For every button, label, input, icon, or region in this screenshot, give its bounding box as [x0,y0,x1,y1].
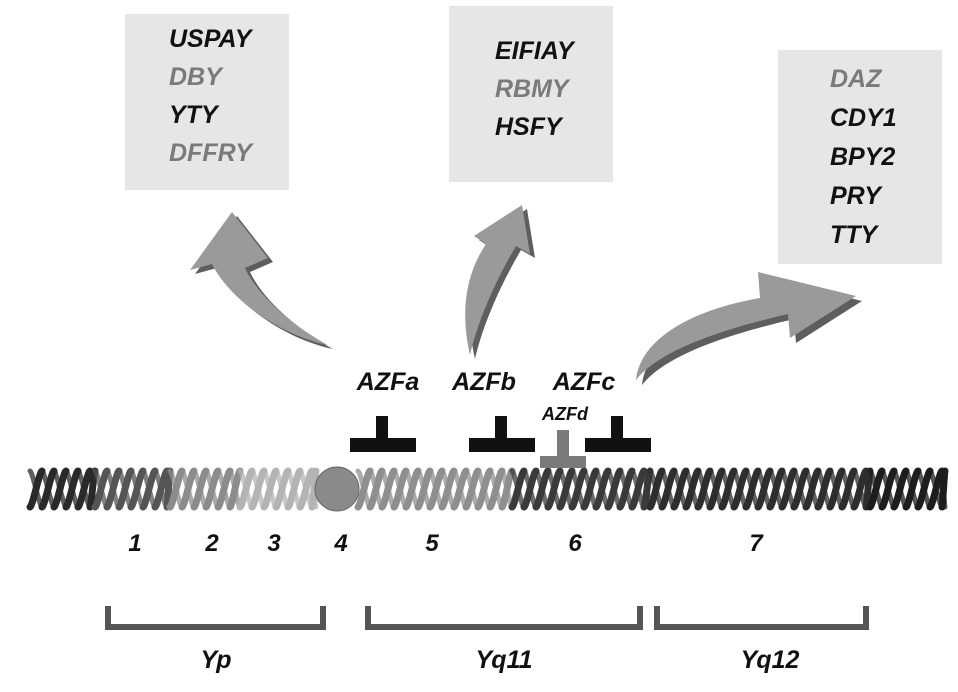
gene-daz: DAZ [830,65,882,93]
helix-band-1-right [91,467,174,511]
gene-eifiay: EIFIAY [495,37,574,65]
gene-yty: YTY [169,101,218,129]
helix-band-3 [236,467,320,511]
azfc-marker [585,416,651,452]
azfa-gene-box: USPAY DBY YTY DFFRY [125,14,289,190]
band-number-3: 3 [267,530,281,557]
gene-cdy1: CDY1 [830,104,897,132]
helix-band-5 [354,467,516,511]
azfd-label: AZFd [542,404,588,424]
helix-band-7-end [866,467,949,511]
arrow-to-azfc-box [636,272,862,385]
arrow-to-azfb-box [465,205,535,359]
azfa-marker [350,416,416,452]
azfb-label: AZFb [452,368,516,396]
region-label-yq11: Yq11 [475,646,533,674]
azfa-label: AZFa [356,368,420,396]
band-number-5: 5 [425,530,439,557]
gene-uspay: USPAY [169,25,252,53]
azfb-gene-box: EIFIAY RBMY HSFY [449,6,613,182]
helix-band-1-left [26,467,99,511]
chromosome-helix [26,467,949,511]
yq11-bracket [365,606,643,630]
gene-dffry: DFFRY [169,139,252,167]
gene-dby: DBY [169,63,222,91]
band-number-7: 7 [749,530,763,557]
helix-band-2 [166,467,244,511]
gene-pry: PRY [830,182,881,210]
helix-strand [309,468,319,510]
gene-rbmy: RBMY [495,75,569,103]
band-number-2: 2 [205,530,219,557]
arrow-to-azfa-box [190,212,333,349]
band-number-6: 6 [568,530,582,557]
azfc-label: AZFc [552,368,616,396]
region-label-yp: Yp [200,646,232,674]
azfd-marker [540,430,586,468]
azfb-marker [469,416,535,452]
azfc-gene-box: DAZ CDY1 BPY2 PRY TTY [778,50,942,264]
yq12-bracket [654,606,869,630]
region-label-yq12: Yq12 [740,646,800,674]
centromere [314,466,360,512]
gene-bpy2: BPY2 [830,143,896,171]
helix-strand [939,468,948,510]
gene-hsfy: HSFY [495,113,562,141]
helix-band-7 [646,467,874,511]
gene-tty: TTY [830,221,878,249]
band-number-1: 1 [128,530,142,557]
band-number-4: 4 [334,530,348,557]
helix-band-6 [508,467,654,511]
yp-bracket [105,606,326,630]
